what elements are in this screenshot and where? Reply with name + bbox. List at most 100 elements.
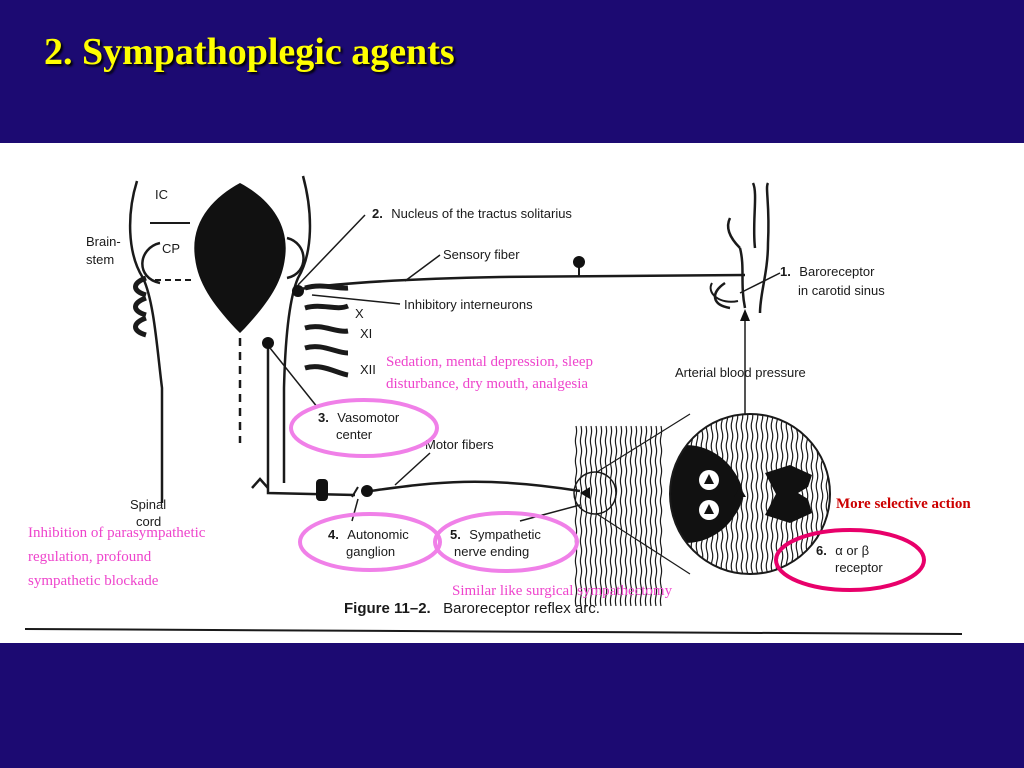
baroreceptor-pointer (739, 272, 781, 294)
ventral-root-block (316, 479, 328, 501)
magnified-muscle-line (760, 414, 764, 574)
sensory-fiber (299, 273, 746, 291)
magnified-muscle-line (745, 414, 749, 574)
cranial-nerve-rootlets-left (133, 275, 147, 338)
synapse-body (670, 445, 743, 543)
muscle-line (574, 425, 578, 607)
vasomotor-annotation-2: disturbance, dry mouth, analgesia (386, 376, 588, 392)
arterial-bp-label: Arterial blood pressure (675, 365, 806, 380)
cranial-nerve-rootlets-right (304, 283, 349, 378)
vasomotor-annotation-1: Sedation, mental depression, sleep (386, 354, 593, 370)
figure-panel: IC CP Brain- stem Spinal cord 2. Nucleus… (0, 143, 1024, 643)
spinal-cord-label-2: cord (136, 514, 161, 529)
nerve-xi-label: XI (360, 326, 372, 341)
nerve-ending-highlight (433, 511, 579, 573)
ganglion-soma (361, 485, 373, 497)
vasomotor-highlight (289, 398, 439, 458)
muscle-line (644, 425, 648, 607)
vesicle-top-transmitter (704, 474, 714, 484)
muscle-line (619, 425, 623, 607)
brainstem-label-2: stem (86, 252, 114, 267)
postganglionic-fiber (369, 480, 581, 493)
muscle-line (584, 425, 588, 607)
magnified-muscle-line (755, 414, 759, 574)
nts-label: 2. Nucleus of the tractus solitarius (372, 205, 572, 222)
slide-title: 2. Sympathoplegic agents (44, 31, 455, 73)
root-fork (251, 477, 269, 489)
figure-caption: Figure 11–2. Baroreceptor reflex arc. (344, 600, 600, 617)
muscle-line (654, 425, 658, 607)
ganglion-annotation-1: Inhibition of parasympathetic (28, 525, 206, 541)
preganglionic-fiber (266, 488, 356, 497)
inhibitory-pointer (311, 294, 401, 305)
magnify-line-bottom (596, 513, 691, 575)
sensory-fiber-pointer (404, 254, 441, 282)
receptor-label-1: 6. α or β (816, 542, 869, 559)
released-transmitter (734, 487, 746, 497)
spinal-cord-label-1: Spinal (130, 497, 166, 512)
magnified-muscle-line (810, 414, 814, 574)
nerve-ending-annotation: Similar like surgical sympathectomy (452, 583, 673, 599)
caption-rule (24, 628, 963, 635)
nts-soma (292, 285, 304, 297)
magnified-muscle-line (825, 414, 829, 574)
bp-arrow-head (740, 309, 750, 321)
nerve-x-label: X (355, 306, 364, 321)
magnified-muscle-line (740, 414, 744, 574)
muscle-line (589, 425, 593, 607)
nerve-ending-terminal (580, 487, 590, 499)
vasomotor-label-2: center (336, 427, 373, 442)
motor-fibers-label: Motor fibers (425, 437, 494, 452)
receptor-label-2: receptor (835, 560, 883, 575)
motor-fibers-pointer (394, 452, 431, 486)
muscle-line (659, 425, 663, 607)
ganglion-pointer (351, 498, 359, 522)
muscle-line (579, 425, 583, 607)
autonomic-ganglion-label-1: 4. Autonomic (328, 526, 409, 543)
postsynaptic-shape (765, 465, 812, 523)
ganglion-synapse (351, 486, 359, 498)
carotid-artery (713, 182, 770, 314)
sensory-ganglion-soma (573, 256, 585, 268)
receptor-annotation: More selective action (836, 496, 971, 512)
nerve-ending-pointer (519, 504, 581, 522)
muscle-line (609, 425, 613, 607)
baroreceptor-label-1: 1. Baroreceptor (780, 263, 875, 280)
sympathetic-nerve-ending-label-2: nerve ending (454, 544, 529, 559)
muscle-line (629, 425, 633, 607)
nerve-ending-circle (573, 471, 617, 515)
muscle-line (604, 425, 608, 607)
autonomic-ganglion-label-2: ganglion (346, 544, 395, 559)
ganglion-annotation-3: sympathetic blockade (28, 573, 159, 589)
magnified-muscle-line (820, 414, 824, 574)
sympathetic-nerve-ending-label-1: 5. Sympathetic (450, 526, 541, 543)
receptor-highlight (774, 528, 926, 592)
cp-label: CP (162, 241, 180, 256)
magnify-line-top (596, 413, 691, 473)
inhibitory-interneurons-label: Inhibitory interneurons (404, 297, 533, 312)
brainstem-dark-region (194, 183, 286, 333)
magnified-muscle-line (765, 414, 769, 574)
muscle-line (594, 425, 598, 607)
magnified-muscle-line (770, 414, 774, 574)
nerve-xii-label: XII (360, 362, 376, 377)
magnified-muscle-line (750, 414, 754, 574)
magnified-receptor-circle (669, 413, 831, 575)
muscle-line (639, 425, 643, 607)
ganglion-highlight (298, 512, 442, 572)
carotid-sinus (709, 282, 739, 303)
nts-pointer (297, 214, 366, 286)
vascular-smooth-muscle (574, 425, 663, 607)
sensory-fiber-label: Sensory fiber (443, 247, 520, 262)
muscle-line (624, 425, 628, 607)
vasomotor-label-1: 3. Vasomotor (318, 409, 400, 426)
muscle-line (649, 425, 653, 607)
ganglion-annotation-2: regulation, profound (28, 549, 152, 565)
baroreceptor-reflex-diagram: IC CP Brain- stem Spinal cord 2. Nucleus… (24, 175, 971, 635)
brainstem-label-1: Brain- (86, 234, 121, 249)
baroreceptor-label-2: in carotid sinus (798, 283, 885, 298)
muscle-line (634, 425, 638, 607)
vesicle-bottom-transmitter (704, 504, 714, 514)
ic-label: IC (155, 187, 168, 202)
vasomotor-pointer (269, 347, 319, 409)
